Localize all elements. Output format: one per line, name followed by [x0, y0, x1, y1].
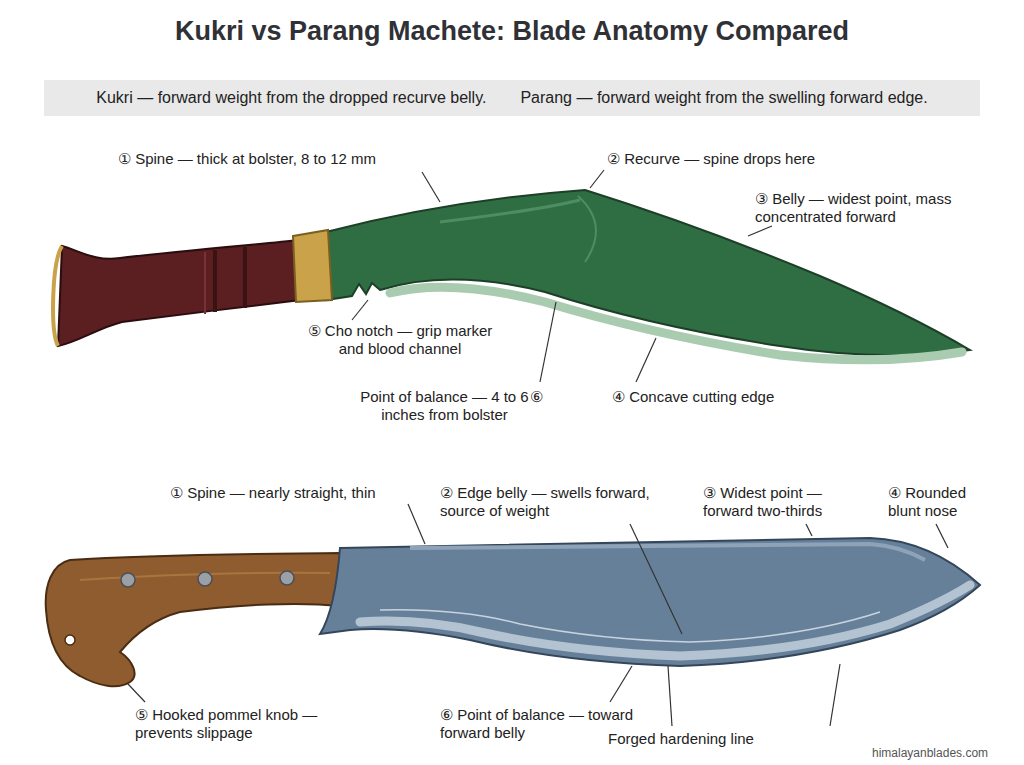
band-text: Parang — forward weight from the swellin… [520, 89, 927, 107]
part-label: ② Recurve — spine drops here [607, 150, 815, 168]
summary-band: Kukri — forward weight from the dropped … [44, 80, 980, 116]
part-label: ④ Rounded blunt nose [888, 484, 998, 520]
part-label: Point of balance — 4 to 6 inches from bo… [352, 388, 537, 424]
part-label: ① Spine — thick at bolster, 8 to 12 mm [118, 150, 376, 168]
part-label: ⑤ Hooked pommel knob — prevents slippage [135, 706, 355, 742]
diagram-title: Kukri vs Parang Machete: Blade Anatomy C… [0, 16, 1024, 47]
parang-blade [320, 538, 980, 666]
part-label: ③ Belly — widest point, mass concentrate… [755, 190, 991, 226]
kukri-handle [53, 240, 300, 346]
part-label: ④ Concave cutting edge [612, 388, 774, 406]
callout-number: ⑥ [530, 388, 543, 406]
leader-line [128, 170, 948, 726]
part-label: ② Edge belly — swells forward, source of… [440, 484, 676, 520]
watermark: himalayanblades.com [872, 744, 988, 762]
part-label: ③ Widest point — forward two-thirds [703, 484, 863, 520]
band-text: Kukri — forward weight from the dropped … [96, 89, 486, 107]
kukri-bolster [293, 230, 332, 302]
part-label: ⑤ Cho notch — grip marker and blood chan… [300, 322, 500, 358]
parang-handle [46, 553, 340, 686]
part-label: Forged hardening line [608, 730, 754, 748]
part-label: ① Spine — nearly straight, thin [170, 484, 376, 502]
